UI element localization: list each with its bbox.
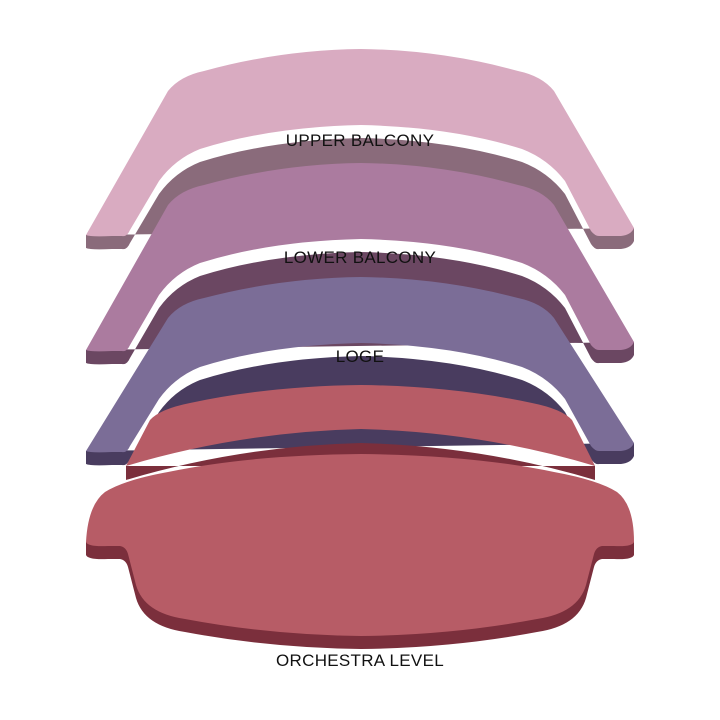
loge-top: [86, 277, 634, 453]
orchestra-level-section[interactable]: [86, 385, 634, 649]
lower-balcony-label: LOWER BALCONY: [283, 248, 437, 267]
lower-balcony-top: [86, 163, 634, 352]
orchestra-level-label: ORCHESTRA LEVEL: [276, 651, 444, 670]
orchestra-riser-top: [126, 385, 595, 466]
orchestra-floor-top: [86, 454, 634, 636]
upper-balcony-top: [86, 49, 634, 237]
upper-balcony-label: UPPER BALCONY: [285, 131, 435, 150]
loge-label: LOGE: [335, 347, 385, 366]
